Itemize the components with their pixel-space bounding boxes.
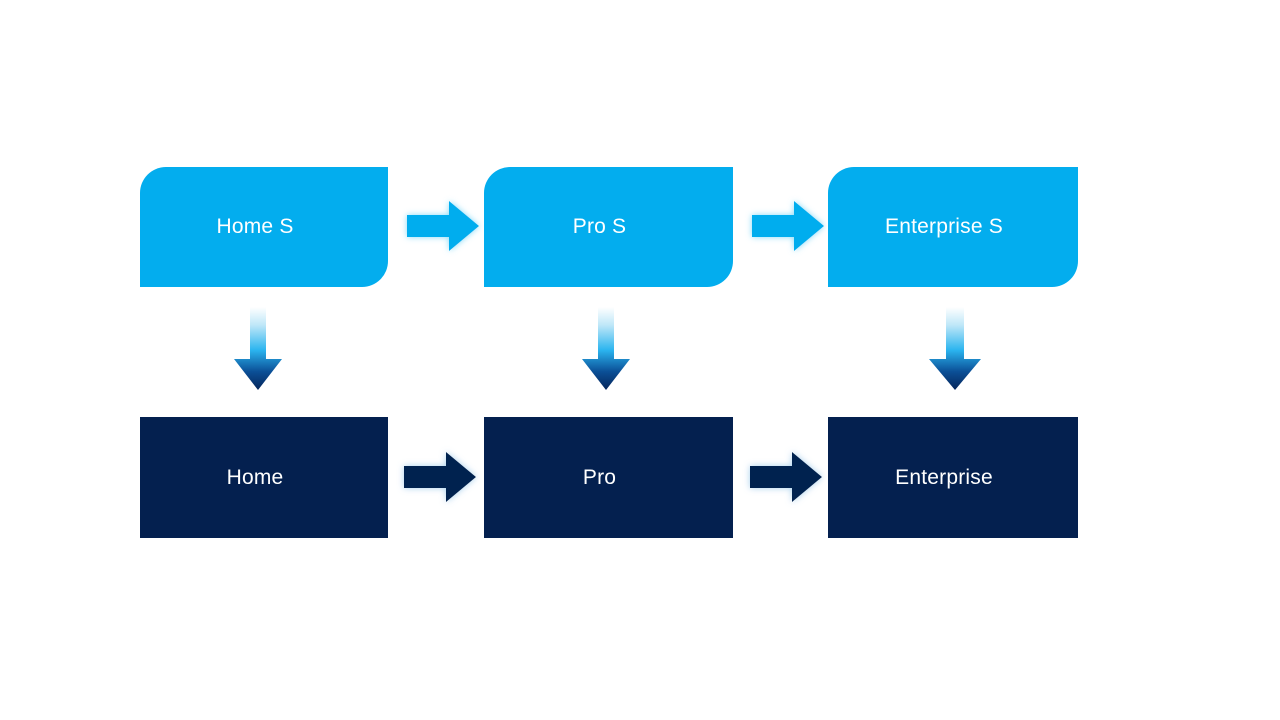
arrow-down-icon (229, 307, 287, 392)
node-enterprise-s[interactable]: Enterprise S (828, 167, 1078, 287)
arrow-right-icon (404, 449, 476, 505)
node-label: Enterprise (895, 465, 993, 489)
node-pro[interactable]: Pro (484, 417, 733, 538)
node-home[interactable]: Home (140, 417, 388, 538)
node-label: Home S (216, 215, 294, 239)
arrow-right-icon (407, 198, 479, 254)
arrow-down-icon (577, 307, 635, 392)
arrow-right-icon (752, 198, 824, 254)
node-home-s[interactable]: Home S (140, 167, 388, 287)
node-enterprise[interactable]: Enterprise (828, 417, 1078, 538)
node-label: Pro (582, 465, 617, 489)
arrow-right-icon (750, 449, 822, 505)
arrow-down-icon (924, 307, 986, 392)
node-label: Enterprise S (885, 215, 1003, 239)
node-label: Pro S (572, 215, 627, 239)
node-pro-s[interactable]: Pro S (484, 167, 733, 287)
node-label: Home (226, 465, 284, 489)
